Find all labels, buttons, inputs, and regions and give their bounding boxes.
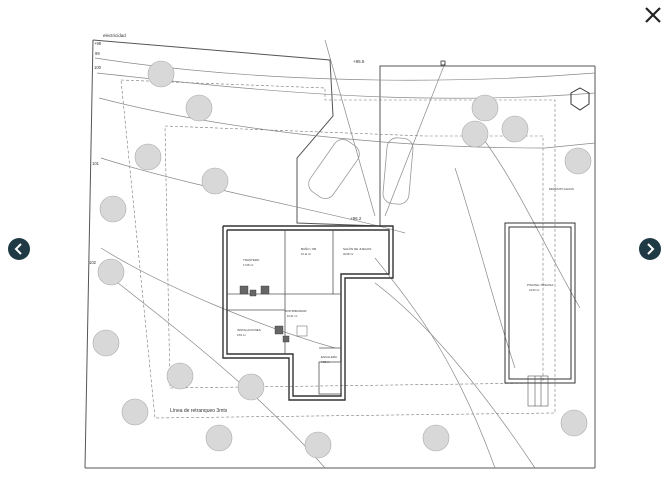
- pool: [504, 222, 576, 384]
- label-trastero: TRASTERO: [243, 258, 260, 262]
- plan-labels: electricidad +98 99 100 101 102 +95.5 +9…: [89, 33, 574, 414]
- label-level-100: 100: [94, 65, 102, 70]
- label-level-102: 102: [89, 260, 97, 265]
- next-image-button[interactable]: [639, 238, 661, 260]
- floor-plan-image: electricidad +98 99 100 101 102 +95.5 +9…: [84, 33, 596, 469]
- label-bano-area: 10.11 m²: [301, 252, 311, 256]
- close-button[interactable]: [640, 2, 666, 28]
- cars: [308, 137, 414, 205]
- label-escalera: ESCALERA: [321, 355, 337, 359]
- label-distribuidor: DISTRIBUIDOR: [285, 309, 307, 313]
- label-salon-area: 32.08 m²: [343, 252, 353, 256]
- label-level-98: +98: [94, 41, 102, 46]
- label-level-top: +95.5: [353, 59, 365, 64]
- bathroom-fixtures: [239, 285, 308, 343]
- label-instalaciones: INSTALACIONES: [237, 328, 261, 332]
- previous-image-button[interactable]: [8, 238, 30, 260]
- house-outline: [222, 225, 394, 401]
- label-electricidad: electricidad: [103, 33, 126, 38]
- close-icon: [645, 7, 661, 23]
- label-instalaciones-area: 9.81 m²: [237, 333, 246, 337]
- chevron-left-icon: [14, 243, 22, 255]
- setback-lines: [120, 79, 556, 419]
- label-level-house: +96.2: [350, 216, 362, 221]
- house-interior: [227, 230, 342, 395]
- chevron-right-icon: [647, 243, 655, 255]
- label-distribuidor-area: 10.01 m²: [287, 314, 297, 318]
- survey-point: [440, 60, 446, 66]
- label-trastero-area: 17.08 m²: [243, 263, 253, 267]
- label-setback: Línea de retranqueo 3mts: [170, 408, 228, 414]
- north-marker: [570, 87, 590, 111]
- label-level-101: 101: [92, 161, 100, 166]
- plot-boundary: [84, 39, 596, 469]
- label-deposit: DEPÓSITO AGUAS: [549, 186, 574, 191]
- trees: [92, 60, 592, 459]
- pool-equipment: [527, 375, 549, 407]
- label-bano: BAÑO / SB: [301, 246, 316, 251]
- label-salon: SALÓN DE JUEGOS: [343, 246, 371, 251]
- label-pool: PISCINA / PISCINA: [527, 283, 553, 287]
- label-escalera-area: 4.08 m²: [321, 360, 330, 364]
- label-level-99: 99: [95, 51, 100, 56]
- label-pool-area: 44.00 m²: [529, 288, 539, 292]
